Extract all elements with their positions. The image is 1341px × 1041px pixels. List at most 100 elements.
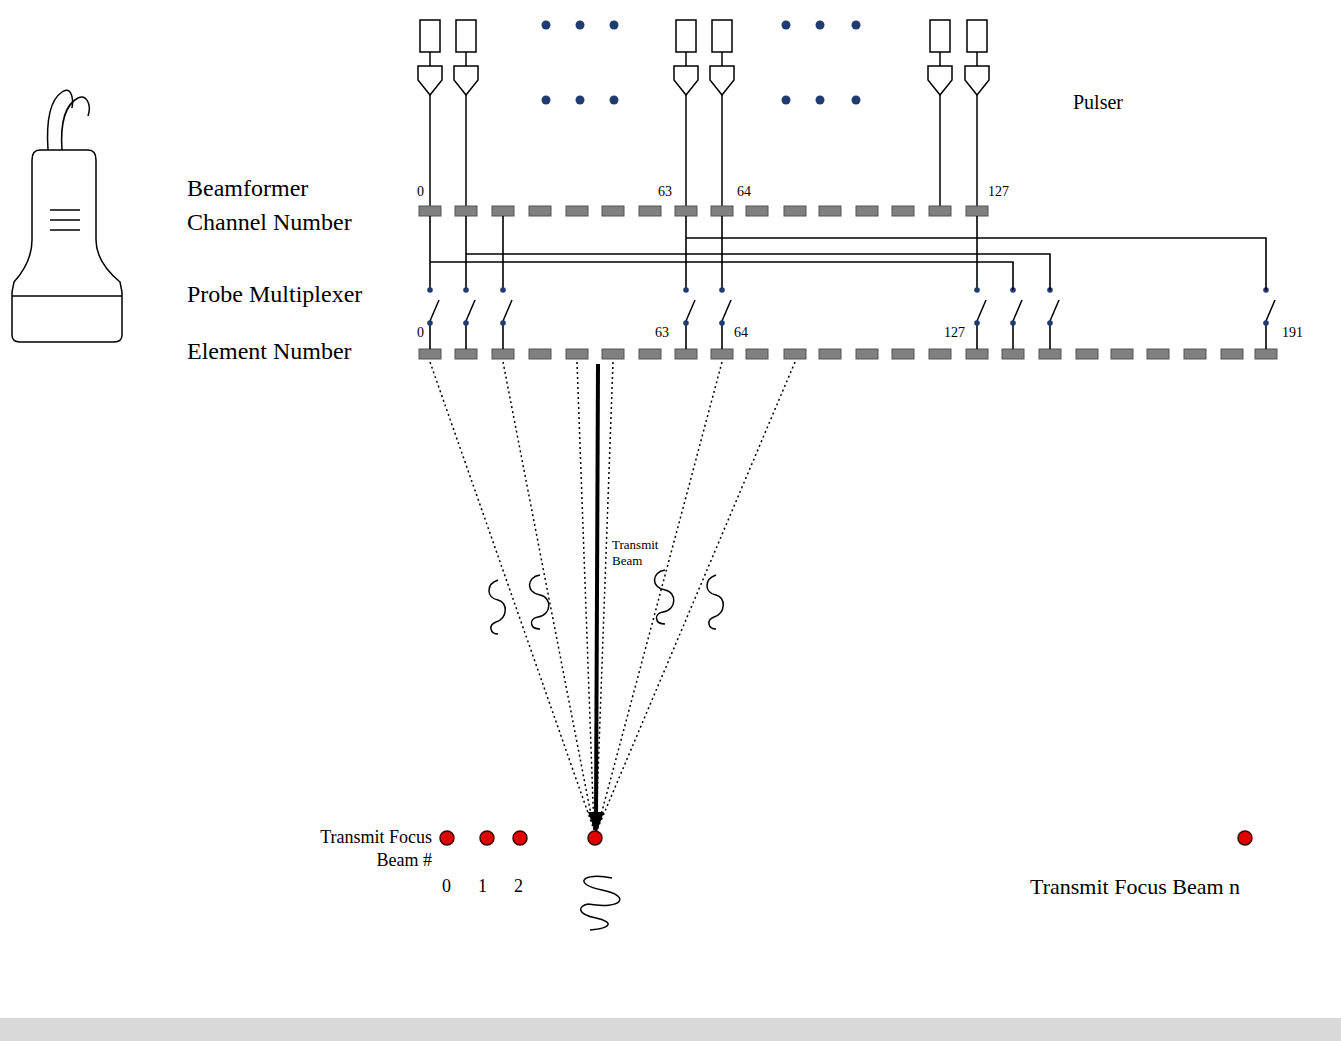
pulser-amp — [710, 66, 734, 95]
element-box — [1147, 349, 1169, 359]
element-box — [892, 349, 914, 359]
label: 64 — [737, 184, 751, 201]
pulser-amp — [418, 66, 442, 95]
focus-points — [440, 831, 1252, 845]
switch-contact — [1047, 320, 1053, 326]
element-box — [711, 349, 733, 359]
label: Beamformer Channel Number — [187, 172, 365, 239]
switch-contact — [719, 320, 725, 326]
channel-box — [455, 206, 477, 216]
switch-blade — [722, 300, 731, 321]
switch-contact — [500, 287, 506, 293]
element-box — [1039, 349, 1061, 359]
element-box — [1002, 349, 1024, 359]
pulser-wire — [976, 52, 978, 66]
switch-contact — [427, 320, 433, 326]
element-box — [492, 349, 514, 359]
element-box — [966, 349, 988, 359]
label: Pulser — [1073, 90, 1123, 114]
label: 127 — [944, 325, 965, 342]
channel-box — [492, 206, 514, 216]
pulser-wire — [939, 95, 941, 206]
element-box — [1221, 349, 1243, 359]
pulser-box — [420, 20, 440, 52]
label: Transmit Beam — [612, 536, 660, 569]
label: Element Number — [187, 337, 352, 366]
label: Transmit Focus Beam n — [1030, 874, 1240, 900]
pulser-wire — [939, 52, 941, 66]
label: 0 — [442, 876, 451, 898]
pulser-wire — [465, 52, 467, 66]
element-box — [1111, 349, 1133, 359]
element-wire — [429, 323, 431, 349]
element-wire — [1265, 323, 1267, 349]
switch-contact — [1263, 320, 1269, 326]
element-box — [529, 349, 551, 359]
pulser-wire — [685, 95, 687, 206]
pulser-wire — [465, 95, 467, 206]
element-box — [784, 349, 806, 359]
element-wire — [1049, 323, 1051, 349]
switch-blade — [430, 300, 439, 321]
switch-contact — [463, 320, 469, 326]
channel-box — [784, 206, 806, 216]
channel-box — [639, 206, 661, 216]
element-box — [1076, 349, 1098, 359]
switch-blade — [503, 300, 512, 321]
element-box — [675, 349, 697, 359]
element-box — [929, 349, 951, 359]
element-box — [639, 349, 661, 359]
element-box — [602, 349, 624, 359]
channel-box — [746, 206, 768, 216]
switch-contact — [683, 320, 689, 326]
element-wire — [976, 323, 978, 349]
channel-wire — [685, 216, 687, 290]
pulser-wire — [429, 52, 431, 66]
ellipsis-dots — [542, 21, 861, 105]
label: 1 — [478, 876, 487, 898]
label: 0 — [417, 325, 424, 342]
probe-icon — [12, 90, 122, 342]
channel-wire — [465, 216, 467, 290]
channel-box — [929, 206, 951, 216]
channel-box — [529, 206, 551, 216]
element-wire — [721, 323, 723, 349]
channel-box — [711, 206, 733, 216]
switch-contact — [427, 287, 433, 293]
pulser-wire — [685, 52, 687, 66]
pulser-box — [456, 20, 476, 52]
switch-contact — [719, 287, 725, 293]
label: Transmit Focus Beam # — [292, 826, 432, 873]
switch-blade — [1013, 300, 1022, 321]
switch-blade — [686, 300, 695, 321]
channel-box — [856, 206, 878, 216]
element-box — [856, 349, 878, 359]
switch-contact — [500, 320, 506, 326]
label: 2 — [514, 876, 523, 898]
transmit-beam-arrow — [596, 364, 598, 818]
element-box — [1184, 349, 1206, 359]
channel-box — [602, 206, 624, 216]
pulser-box — [712, 20, 732, 52]
element-box — [746, 349, 768, 359]
element-box — [419, 349, 441, 359]
channel-box — [566, 206, 588, 216]
switch-blade — [1050, 300, 1059, 321]
switch-contact — [683, 287, 689, 293]
channel-wire — [429, 216, 431, 290]
label: 64 — [734, 325, 748, 342]
label: 63 — [658, 184, 672, 201]
label: Probe Multiplexer — [187, 280, 362, 309]
channel-wire — [976, 216, 978, 290]
channel-box — [966, 206, 988, 216]
channel-box — [892, 206, 914, 216]
pulser-wire — [976, 95, 978, 206]
channel-box — [675, 206, 697, 216]
pulser-wire — [429, 95, 431, 206]
pulser-box — [930, 20, 950, 52]
switch-contact — [974, 287, 980, 293]
pulser-amp — [454, 66, 478, 95]
pulser-amp — [965, 66, 989, 95]
label: 0 — [417, 184, 424, 201]
pulser-wire — [721, 95, 723, 206]
